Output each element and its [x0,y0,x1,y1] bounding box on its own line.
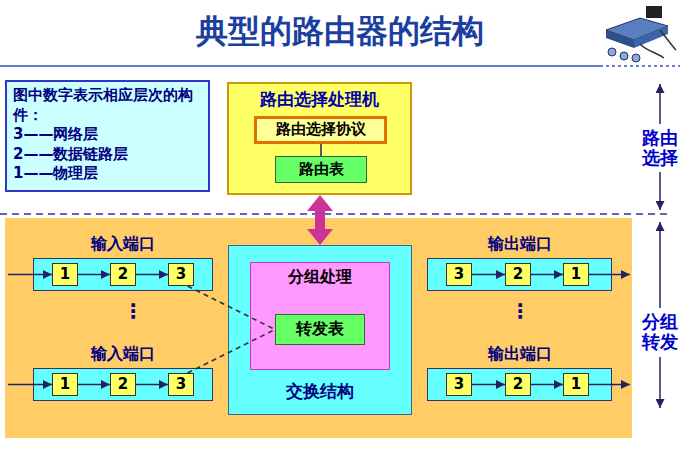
box-label: 转发表 [296,319,344,340]
input-port: 输入端口123 [33,258,213,291]
box-label: 1 [60,265,70,285]
layer-component: 1 [52,263,78,286]
data-path [531,384,563,386]
span-label: 分组转发 [642,312,678,352]
box-label: 1 [571,375,581,395]
layer-component: 3 [446,263,472,286]
forwarding-band [5,218,632,438]
data-path [320,144,322,156]
layer-component: 3 [446,373,472,396]
protocol-box: 路由选择协议 [254,116,387,144]
layer-component: 2 [110,373,136,396]
port-heading: 输出端口 [488,234,552,255]
router-side [606,30,634,48]
output-arrow [589,274,630,276]
output-port: 输出端口321 [427,258,612,291]
legend-line: 2——数据链路层 [13,145,128,165]
forwarding-table: 转发表 [275,314,365,345]
port-heading: 输入端口 [91,344,155,365]
data-path [531,274,563,276]
box-label: 3 [176,375,186,395]
routing-processor: 路由选择处理机路由选择协议路由表 [227,82,412,195]
input-arrow [8,274,52,276]
span-arrow [659,84,661,124]
legend-line: 图中数字表示相应层次的构件： [13,86,202,125]
control-arrow [315,210,325,230]
input-arrow [8,384,52,386]
router-icon [606,6,676,62]
box-label: 3 [454,375,464,395]
output-port: 输出端口321 [427,368,612,401]
layer-component: 3 [168,263,194,286]
table-box: 路由表 [275,156,367,183]
layer-component: 1 [563,263,589,286]
legend-line: 1——物理层 [13,164,98,184]
router-port [620,52,628,60]
box-label: 路由表 [299,160,344,180]
box-label: 交换结构 [286,380,354,402]
router-port [608,48,616,56]
diagram-title: 典型的路由器的结构 [0,10,680,54]
router-port [632,54,640,62]
router-cable [660,30,676,50]
box-label: 3 [454,265,464,285]
ellipsis-mark: ⋮ [113,300,153,322]
output-arrow [589,384,630,386]
layer-component: 2 [505,263,531,286]
layer-component: 3 [168,373,194,396]
span-arrow [659,172,661,210]
router-module [646,6,662,18]
box-label: 1 [60,375,70,395]
box-label: 2 [118,375,128,395]
box-label: 分组处理 [288,267,352,288]
title-rule [0,65,600,67]
data-path [78,384,110,386]
box-label: 1 [571,265,581,285]
box-label: 2 [513,265,523,285]
lookup-link [188,286,276,330]
layer-divider [0,213,672,215]
router-cable [640,44,664,58]
data-path [472,274,505,276]
span-arrow [659,357,661,408]
layer-component: 2 [505,373,531,396]
port-heading: 输出端口 [488,344,552,365]
switch-fabric: 交换结构 分组处理转发表 [228,245,412,415]
port-heading: 输入端口 [91,234,155,255]
lookup-link [188,330,276,374]
router-side [634,26,668,48]
data-path [78,274,110,276]
box-label: 2 [118,265,128,285]
layer-component: 1 [563,373,589,396]
layer-component: 1 [52,373,78,396]
box-label: 2 [513,375,523,395]
legend-line: 3——网络层 [13,125,98,145]
data-path [136,274,168,276]
packet-processing: 分组处理转发表 [250,262,390,370]
span-label: 路由选择 [642,128,678,168]
title-rule [600,65,680,67]
data-path [472,384,505,386]
input-port: 输入端口123 [33,368,213,401]
layer-component: 2 [110,263,136,286]
box-label: 路由选择协议 [276,120,366,140]
router-body [606,18,668,40]
box-label: 3 [176,265,186,285]
legend-note: 图中数字表示相应层次的构件：3——网络层2——数据链路层1——物理层 [5,80,210,192]
span-arrow [659,222,661,308]
data-path [136,384,168,386]
box-label: 路由选择处理机 [260,88,379,110]
ellipsis-mark: ⋮ [500,300,540,322]
